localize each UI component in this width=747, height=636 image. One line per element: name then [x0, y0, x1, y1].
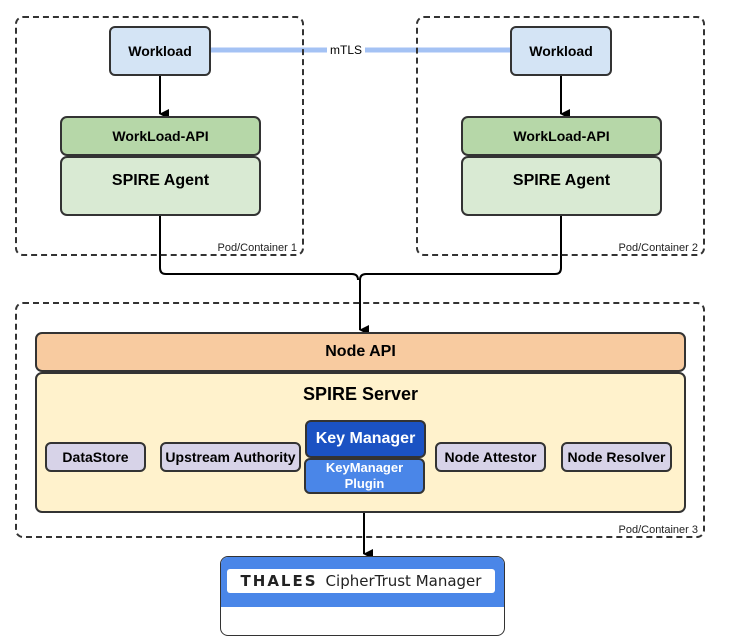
pod-label-3: Pod/Container 3 — [618, 524, 699, 536]
mtls-label: mTLS — [327, 43, 366, 57]
pod-container-2: Pod/Container 2 — [416, 16, 705, 256]
node-api[interactable]: Node API — [35, 332, 686, 372]
agent-right-to-node-api — [359, 216, 562, 335]
key-manager[interactable]: Key Manager — [305, 420, 426, 458]
agent-left-to-node-api — [159, 216, 359, 281]
thales-brand: THALES — [240, 572, 318, 590]
spire-agent-left[interactable]: SPIRE Agent — [60, 156, 261, 216]
pod-container-3: Pod/Container 3 — [15, 302, 705, 538]
thales-ciphertrust-manager[interactable]: THALES CipherTrust Manager — [220, 556, 505, 636]
pod-container-1: Pod/Container 1 — [15, 16, 304, 256]
upstream-authority-plugin[interactable]: Upstream Authority — [160, 442, 301, 472]
spire-agent-right[interactable]: SPIRE Agent — [461, 156, 662, 216]
workload-right[interactable]: Workload — [510, 26, 612, 76]
datastore-plugin[interactable]: DataStore — [45, 442, 146, 472]
pod-label-1: Pod/Container 1 — [217, 242, 298, 254]
node-attestor-plugin[interactable]: Node Attestor — [435, 442, 546, 472]
pod-label-2: Pod/Container 2 — [618, 242, 699, 254]
workload-api-right[interactable]: WorkLoad-API — [461, 116, 662, 156]
ciphertrust-product-name: CipherTrust Manager — [325, 572, 482, 590]
thales-header-band: THALES CipherTrust Manager — [221, 557, 504, 607]
workload-api-left[interactable]: WorkLoad-API — [60, 116, 261, 156]
thales-logo: THALES CipherTrust Manager — [227, 569, 495, 593]
keymanager-plugin[interactable]: KeyManager Plugin — [304, 458, 425, 494]
workload-left[interactable]: Workload — [109, 26, 211, 76]
node-resolver-plugin[interactable]: Node Resolver — [561, 442, 672, 472]
